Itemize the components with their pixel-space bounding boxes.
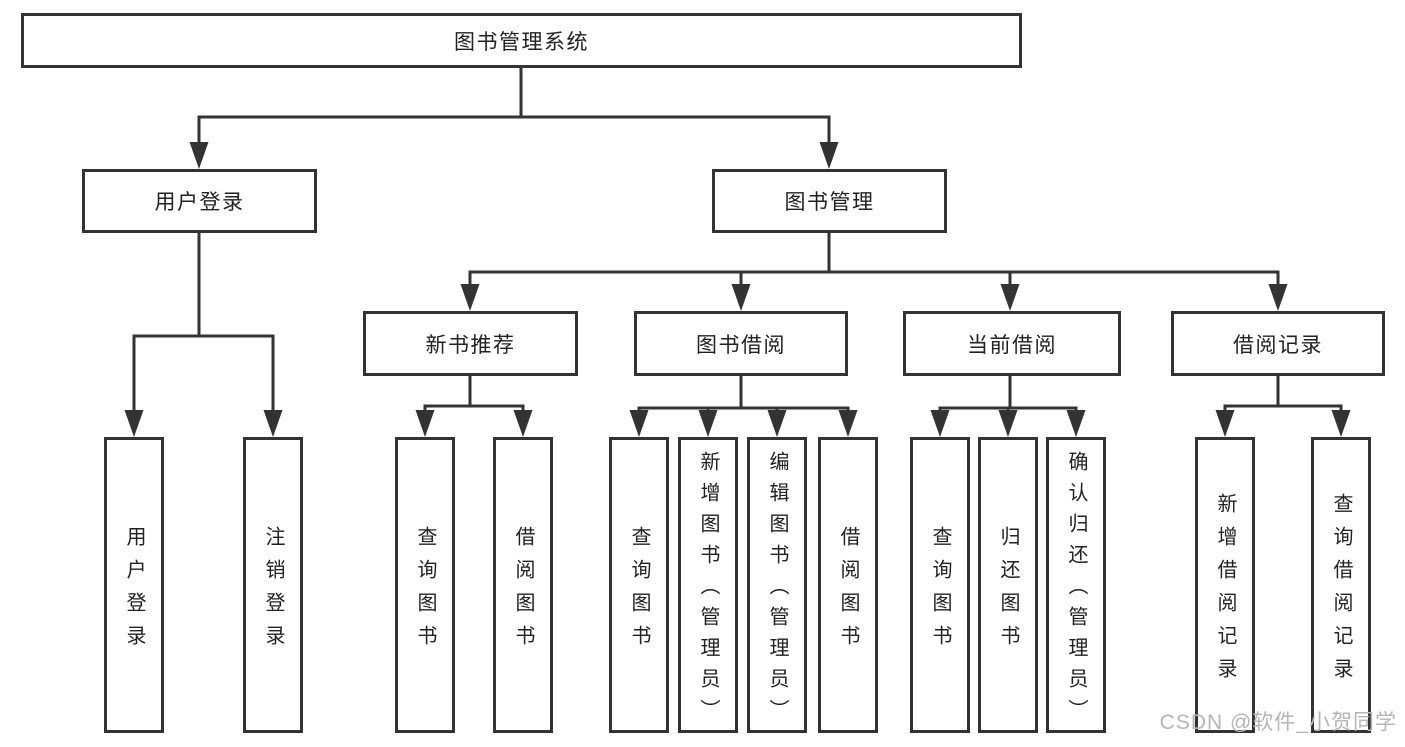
node-borrowing-records-label: 借阅记录 — [1233, 333, 1323, 357]
node-user-login-label: 用户登录 — [154, 191, 245, 214]
leaf-bb-edit-books-admin: 编辑图书（管理员） — [747, 437, 807, 733]
arrow-down-icon — [189, 142, 209, 169]
arrow-down-icon — [513, 410, 533, 437]
leaf-label: 新增借阅记录 — [1214, 492, 1236, 691]
arrow-down-icon — [1000, 284, 1020, 311]
arrow-down-icon — [1215, 410, 1235, 437]
node-current-borrowing: 当前借阅 — [903, 311, 1121, 376]
leaf-bb-add-books-admin: 新增图书（管理员） — [678, 437, 738, 733]
arrow-down-icon — [838, 410, 858, 437]
arrowheads — [124, 142, 1351, 437]
leaf-label: 借阅图书 — [512, 525, 534, 658]
leaf-label: 归还图书 — [997, 525, 1019, 658]
node-user-login: 用户登录 — [82, 169, 317, 233]
node-current-borrowing-label: 当前借阅 — [967, 333, 1057, 357]
leaf-cb-query-books: 查询图书 — [910, 437, 970, 733]
arrow-down-icon — [1066, 410, 1086, 437]
arrow-down-icon — [698, 410, 718, 437]
arrow-down-icon — [767, 410, 787, 437]
node-borrowing-records: 借阅记录 — [1171, 311, 1385, 376]
leaf-label: 查询图书 — [414, 525, 436, 658]
arrow-down-icon — [930, 410, 950, 437]
leaf-bb-query-books: 查询图书 — [609, 437, 669, 733]
node-root: 图书管理系统 — [21, 13, 1022, 68]
leaf-label: 新增图书（管理员） — [697, 451, 719, 730]
node-book-management-label: 图书管理 — [784, 191, 875, 214]
leaf-br-query-record: 查询借阅记录 — [1311, 437, 1371, 733]
arrow-down-icon — [460, 284, 480, 311]
arrow-down-icon — [1331, 410, 1351, 437]
leaf-label: 查询图书 — [628, 525, 650, 658]
leaf-cb-confirm-return-admin: 确认归还（管理员） — [1046, 437, 1106, 733]
node-new-book-recommendation-label: 新书推荐 — [425, 333, 516, 357]
node-book-borrowing-label: 图书借阅 — [696, 333, 786, 357]
leaf-label: 查询图书 — [929, 525, 951, 658]
leaf-label: 借阅图书 — [837, 525, 859, 658]
leaf-label: 查询借阅记录 — [1330, 492, 1352, 691]
arrow-down-icon — [998, 410, 1018, 437]
arrow-down-icon — [629, 410, 649, 437]
leaf-nb-borrow-books: 借阅图书 — [493, 437, 553, 733]
node-root-label: 图书管理系统 — [454, 30, 589, 54]
arrow-down-icon — [263, 410, 283, 437]
leaf-nb-query-books: 查询图书 — [395, 437, 455, 733]
leaf-label: 编辑图书（管理员） — [766, 451, 788, 730]
leaf-label: 确认归还（管理员） — [1065, 451, 1087, 730]
arrow-down-icon — [415, 410, 435, 437]
node-book-management: 图书管理 — [712, 169, 947, 233]
arrow-down-icon — [1268, 284, 1288, 311]
leaf-logout: 注销登录 — [243, 437, 303, 733]
leaf-br-add-record: 新增借阅记录 — [1195, 437, 1255, 733]
arrow-down-icon — [819, 142, 839, 169]
arrow-down-icon — [124, 410, 144, 437]
node-new-book-recommendation: 新书推荐 — [363, 311, 578, 376]
leaf-label: 注销登录 — [262, 525, 284, 658]
leaf-user-login: 用户登录 — [104, 437, 164, 733]
arrow-down-icon — [731, 284, 751, 311]
leaf-label: 用户登录 — [123, 525, 145, 658]
leaf-cb-return-books: 归还图书 — [978, 437, 1038, 733]
leaf-bb-borrow-books: 借阅图书 — [818, 437, 878, 733]
node-book-borrowing: 图书借阅 — [634, 311, 848, 376]
